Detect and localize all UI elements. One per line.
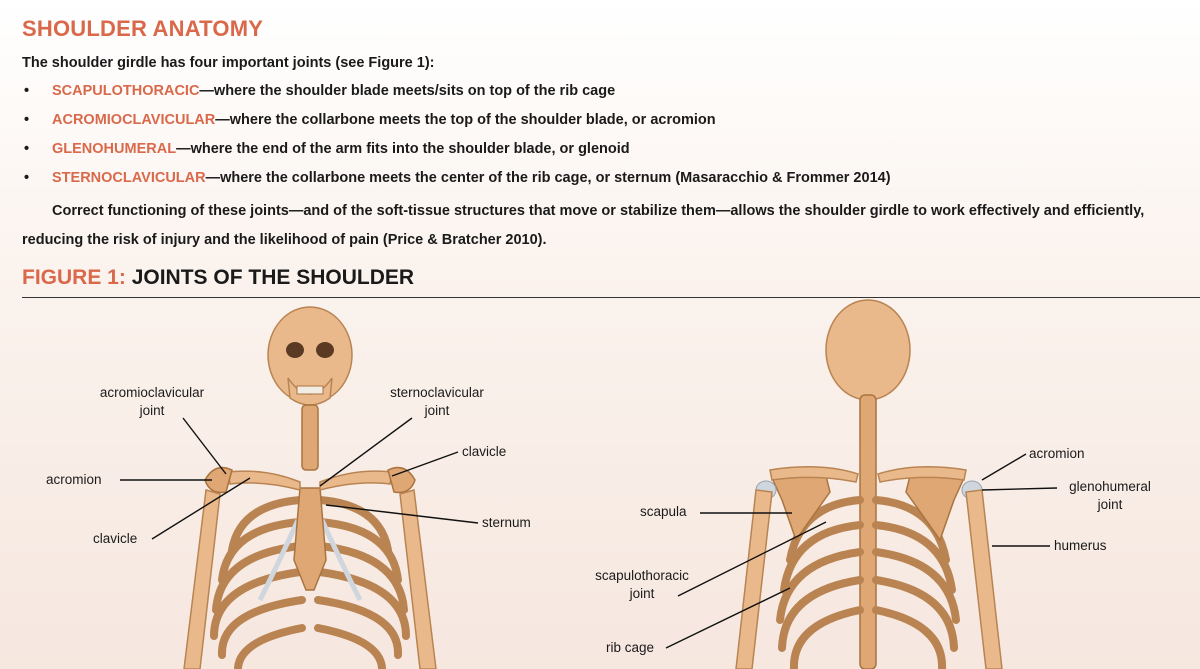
back-skeleton-illustration xyxy=(735,299,1003,669)
humerus-left xyxy=(183,489,221,669)
label-acromioclavicular: acromioclavicular xyxy=(100,385,205,400)
front-labels: acromioclavicular joint sternoclavicular… xyxy=(46,385,531,546)
list-item-glenohumeral: • GLENOHUMERAL—where the end of the arm f… xyxy=(22,140,891,169)
joint-description: —where the collarbone meets the center o… xyxy=(205,170,891,186)
joint-term: SCAPULOTHORACIC xyxy=(52,83,200,99)
bullet-icon: • xyxy=(24,141,30,157)
figure-number: FIGURE 1: xyxy=(22,266,126,289)
clavicle-back-left xyxy=(769,466,859,483)
figure-title: FIGURE 1: JOINTS OF THE SHOULDER xyxy=(22,266,414,290)
leader-line xyxy=(325,504,479,524)
leader-line xyxy=(182,417,227,475)
label-acromioclavicular-joint: joint xyxy=(139,403,165,418)
label-clavicle-bottom: clavicle xyxy=(93,531,137,546)
label-scapulothoracic: scapulothoracic xyxy=(595,568,689,583)
joint-list: • SCAPULOTHORACIC—where the shoulder blad… xyxy=(22,82,891,198)
figure-divider xyxy=(22,297,1200,298)
body-paragraph: Correct functioning of these joints—and … xyxy=(22,203,1145,248)
joint-description: —where the collarbone meets the top of t… xyxy=(215,112,716,128)
figure-caption: JOINTS OF THE SHOULDER xyxy=(131,266,415,289)
clavicle-back-right xyxy=(877,466,967,483)
leader-line xyxy=(665,587,791,649)
bullet-icon: • xyxy=(24,170,30,186)
humerus-back-left xyxy=(735,489,773,669)
leader-line xyxy=(319,417,413,487)
label-glenohumeral: glenohumeral xyxy=(1069,479,1151,494)
eye-socket xyxy=(286,342,304,358)
joint-description: —where the shoulder blade meets/sits on … xyxy=(199,83,616,99)
label-acromion-back: acromion xyxy=(1029,446,1085,461)
label-glenohumeral-joint: joint xyxy=(1097,497,1123,512)
label-rib-cage: rib cage xyxy=(606,640,654,655)
leader-line xyxy=(677,521,827,597)
leader-line xyxy=(981,453,1027,481)
cervical-spine xyxy=(301,404,319,471)
skull-back xyxy=(825,299,911,401)
clavicle-left xyxy=(227,470,301,491)
spine xyxy=(859,394,877,669)
bullet-icon: • xyxy=(24,112,30,128)
shoulder-figure: acromioclavicular joint sternoclavicular… xyxy=(46,299,1151,669)
front-rib-cage xyxy=(210,496,410,669)
label-sternoclavicular-joint: joint xyxy=(424,403,450,418)
list-item-sternoclavicular: • STERNOCLAVICULAR—where the collarbone m… xyxy=(22,169,891,198)
label-sternoclavicular: sternoclavicular xyxy=(390,385,484,400)
eye-socket xyxy=(316,342,334,358)
label-scapulothoracic-joint: joint xyxy=(629,586,655,601)
label-sternum: sternum xyxy=(482,515,531,530)
label-clavicle-top: clavicle xyxy=(462,444,506,459)
joint-term: STERNOCLAVICULAR xyxy=(52,170,206,186)
list-item-scapulothoracic: • SCAPULOTHORACIC—where the shoulder blad… xyxy=(22,82,891,111)
bullet-icon: • xyxy=(24,83,30,99)
leader-line xyxy=(981,487,1058,491)
humerus-back-right xyxy=(965,489,1003,669)
label-humerus: humerus xyxy=(1054,538,1107,553)
intro-text: The shoulder girdle has four important j… xyxy=(22,55,435,71)
section-title: SHOULDER ANATOMY xyxy=(22,16,264,41)
label-acromion-front: acromion xyxy=(46,472,102,487)
list-item-acromioclavicular: • ACROMIOCLAVICULAR—where the collarbone … xyxy=(22,111,891,140)
shoulder-head-right xyxy=(387,466,416,494)
back-labels: acromion glenohumeral joint scapula hume… xyxy=(595,446,1151,655)
leader-line xyxy=(151,477,251,540)
label-scapula: scapula xyxy=(640,504,687,519)
joint-term: GLENOHUMERAL xyxy=(52,141,177,157)
clavicle-right xyxy=(319,470,393,491)
teeth xyxy=(296,385,324,395)
joint-term: ACROMIOCLAVICULAR xyxy=(52,112,216,128)
humerus-right xyxy=(399,489,437,669)
front-skeleton-illustration xyxy=(183,306,437,669)
joint-description: —where the end of the arm fits into the … xyxy=(176,141,630,157)
leader-line xyxy=(391,451,459,477)
